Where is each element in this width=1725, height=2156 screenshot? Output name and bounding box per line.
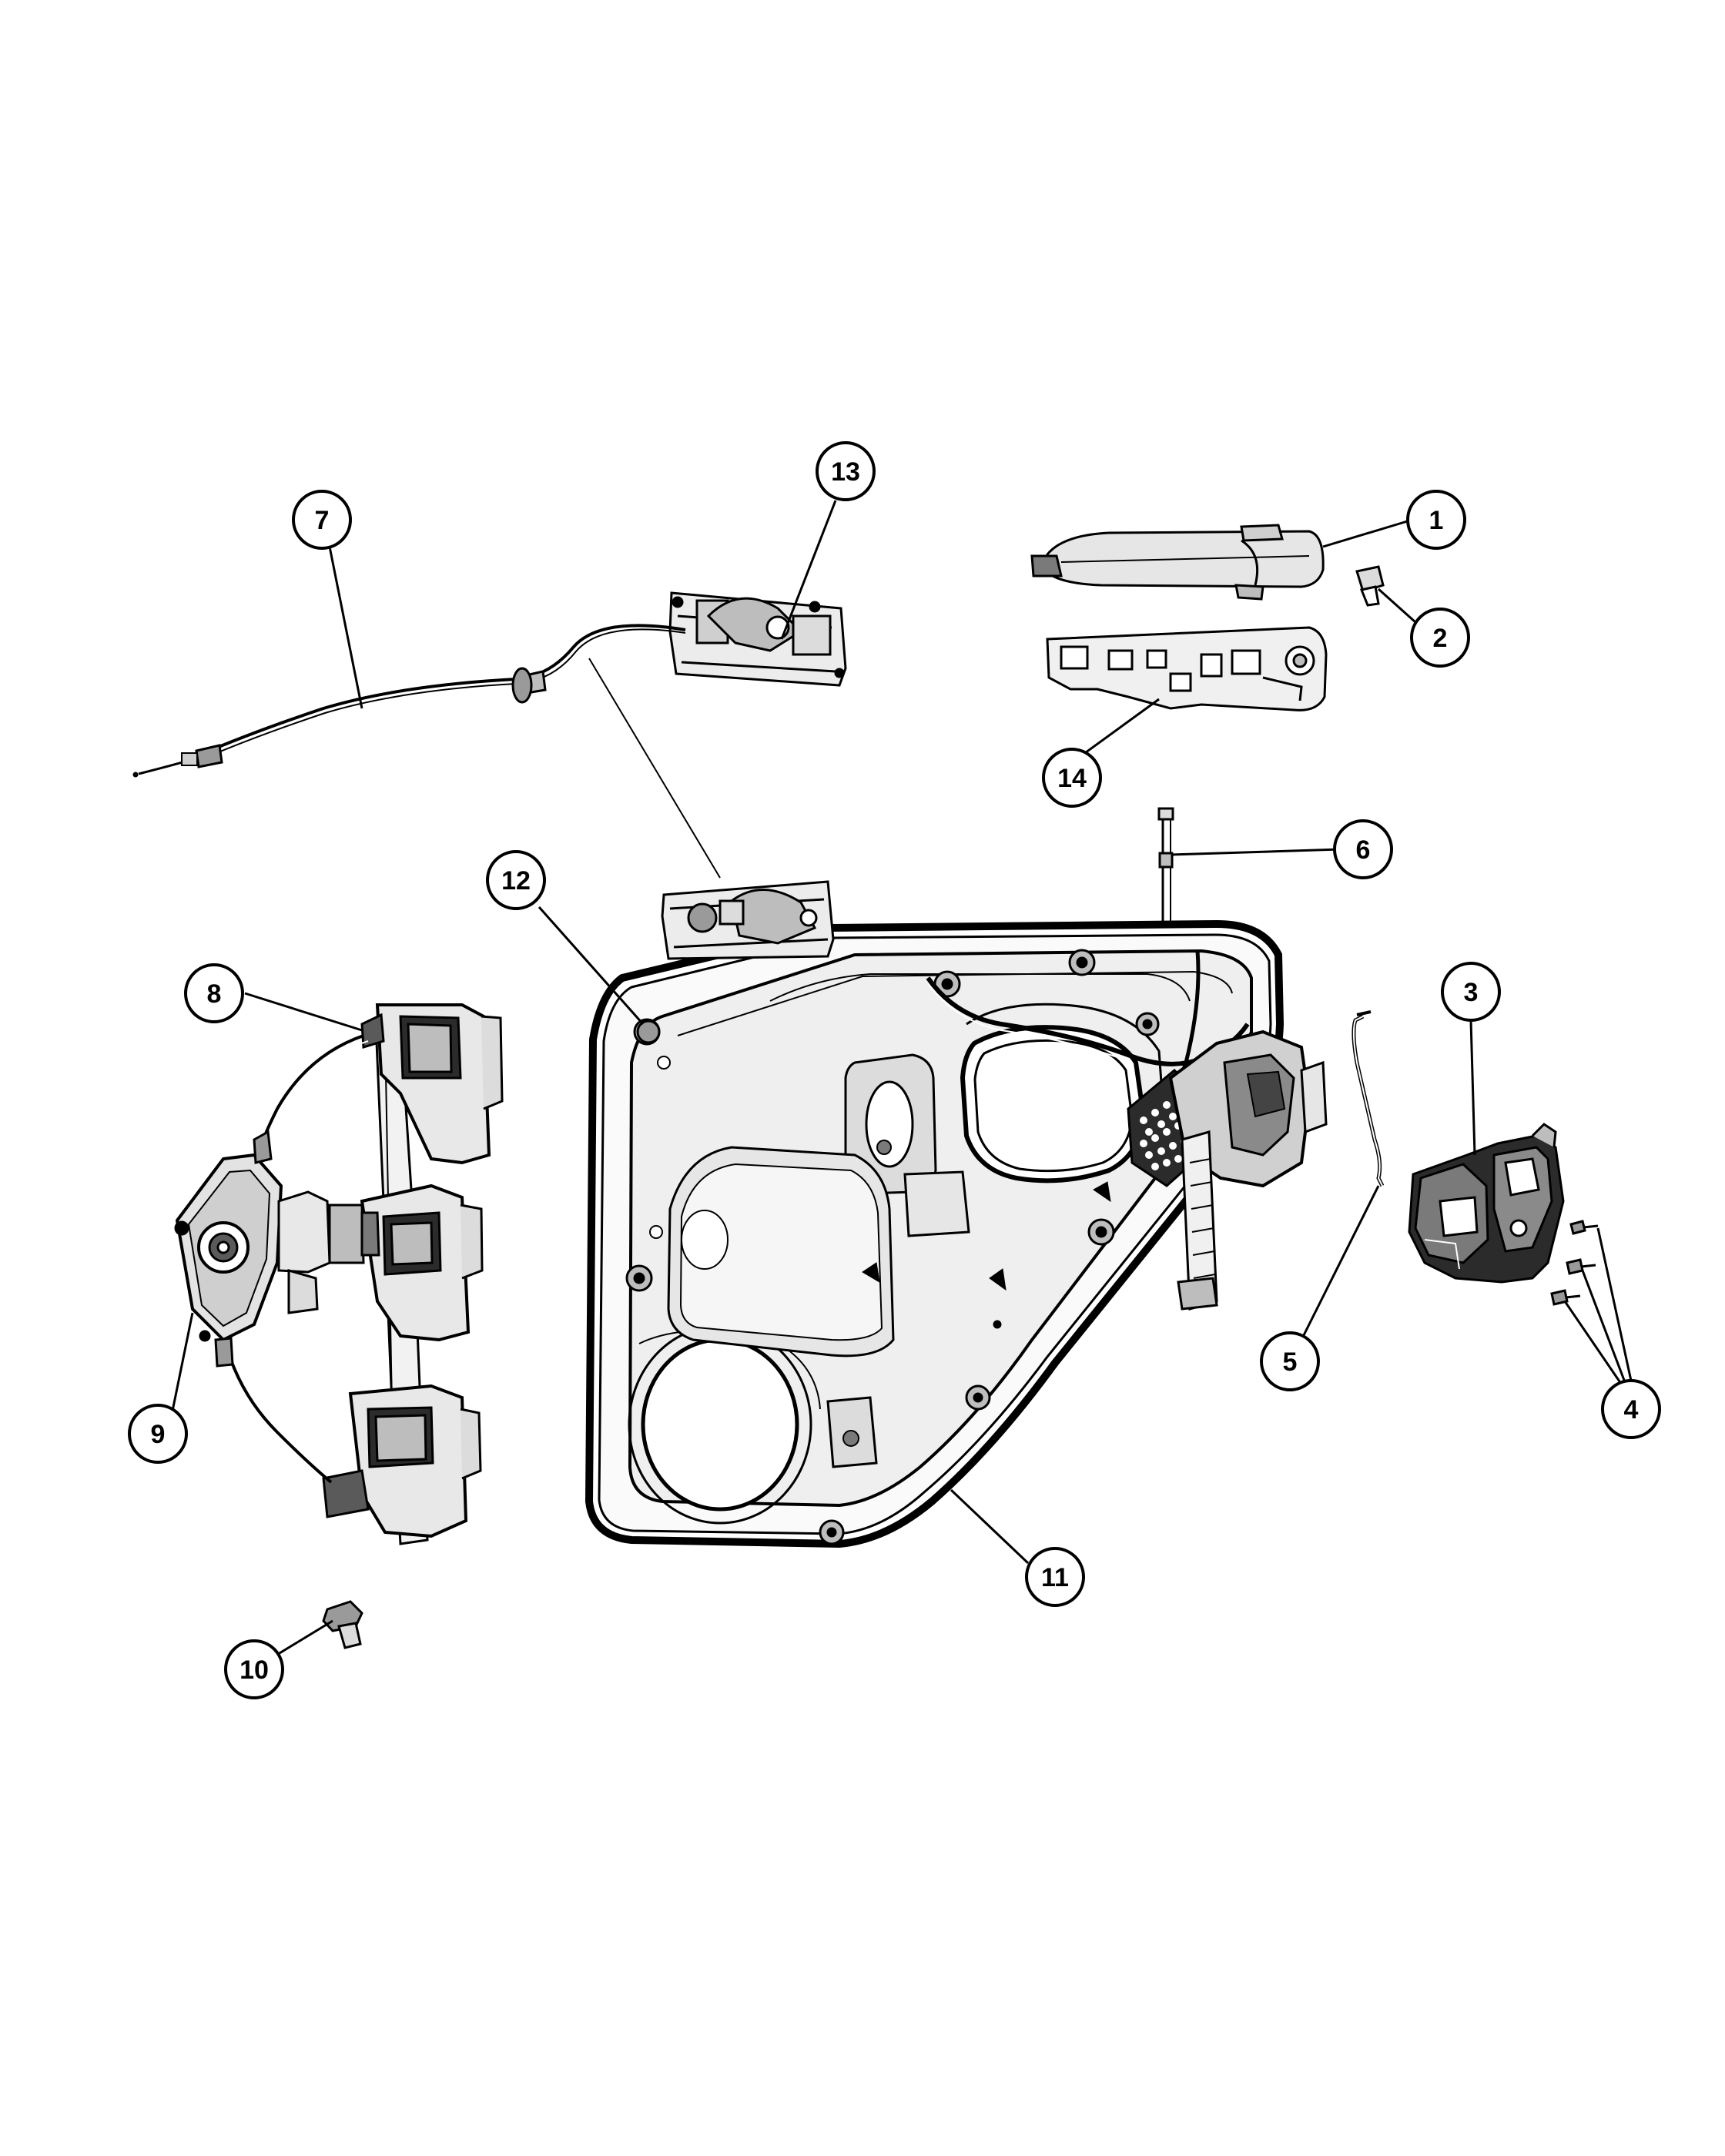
- leader-lines: [169, 500, 1633, 1657]
- callout-14: 14: [1042, 748, 1102, 808]
- latch-cable: [133, 625, 685, 777]
- lock-rod: [1354, 1012, 1382, 1186]
- callout-label-12: 12: [501, 866, 531, 896]
- outside-door-handle: [1032, 525, 1323, 599]
- callout-label-2: 2: [1433, 624, 1448, 653]
- callout-4: 4: [1601, 1379, 1661, 1439]
- leader-8: [244, 992, 363, 1032]
- callout-8: 8: [184, 963, 244, 1023]
- callout-label-13: 13: [831, 457, 860, 487]
- callout-1: 1: [1406, 490, 1466, 550]
- leader-3: [1469, 1019, 1476, 1156]
- callout-label-11: 11: [1041, 1563, 1069, 1592]
- lock-knob-rod: [1159, 808, 1173, 936]
- callout-5: 5: [1260, 1331, 1320, 1391]
- callout-label-14: 14: [1057, 764, 1087, 793]
- leader-12: [538, 906, 645, 1025]
- door-module-panel: [589, 924, 1326, 1544]
- leader-2: [1377, 588, 1417, 624]
- callout-2: 2: [1410, 608, 1470, 668]
- module-bolt: [323, 1602, 362, 1648]
- callout-12: 12: [486, 850, 546, 910]
- leader-10: [275, 1619, 333, 1657]
- panel-nut: [638, 1021, 659, 1043]
- leader-9: [169, 1312, 194, 1419]
- callout-11: 11: [1025, 1547, 1085, 1607]
- leader-13: [780, 500, 837, 640]
- cable-routing-line: [588, 658, 721, 879]
- callout-label-7: 7: [315, 506, 330, 535]
- handle-bolt: [1357, 567, 1383, 605]
- window-regulator: [219, 1005, 502, 1544]
- leader-4: [1563, 1227, 1633, 1384]
- inside-door-handle: [670, 593, 846, 685]
- callout-label-4: 4: [1624, 1395, 1639, 1424]
- leader-14: [1074, 698, 1160, 762]
- callout-label-8: 8: [207, 979, 222, 1009]
- regulator-motor: [176, 1132, 379, 1366]
- callout-label-5: 5: [1283, 1348, 1298, 1377]
- callout-label-9: 9: [151, 1420, 166, 1449]
- callout-label-10: 10: [239, 1656, 269, 1685]
- leader-5: [1300, 1185, 1380, 1341]
- callout-13: 13: [816, 441, 876, 501]
- leader-6: [1171, 848, 1341, 856]
- panel-handle-mount: [662, 882, 833, 959]
- leader-11: [950, 1488, 1030, 1565]
- callout-9: 9: [128, 1404, 188, 1464]
- leader-1: [1322, 518, 1413, 548]
- leader-7: [328, 546, 363, 709]
- door-latch: [1409, 1124, 1563, 1282]
- handle-bracket: [1047, 628, 1326, 710]
- callout-7: 7: [292, 490, 352, 550]
- callout-label-6: 6: [1356, 835, 1371, 865]
- callout-label-1: 1: [1429, 506, 1444, 535]
- callout-label-3: 3: [1464, 978, 1479, 1007]
- callout-10: 10: [224, 1639, 284, 1699]
- callout-3: 3: [1441, 962, 1501, 1022]
- callout-6: 6: [1333, 819, 1393, 879]
